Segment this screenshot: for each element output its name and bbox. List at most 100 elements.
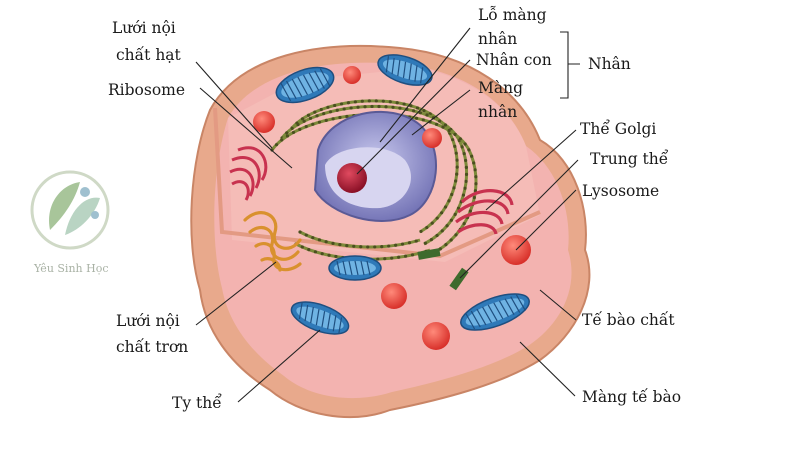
- ribosome-dot: [447, 128, 451, 133]
- ribosome-dot: [400, 242, 405, 246]
- ribosome-dot: [415, 106, 420, 110]
- ribosome-dot: [449, 238, 453, 242]
- ribosome-dot: [455, 172, 459, 176]
- nucleus-bracket: [560, 31, 580, 99]
- ribosome-dot: [468, 209, 472, 213]
- rough-er: [270, 99, 478, 261]
- leader-golgi: [485, 129, 577, 211]
- ribosome-dot: [333, 103, 337, 108]
- ribosome-dot: [359, 245, 363, 249]
- ribosome-dot: [462, 151, 466, 156]
- ribosome-dot: [453, 212, 457, 216]
- ribosome-dot: [460, 145, 464, 149]
- ribosome-dot: [367, 99, 371, 103]
- ribosome-dot: [291, 130, 296, 135]
- ribosome-dot: [422, 109, 426, 113]
- leader-nuclear-envelope: [411, 89, 471, 136]
- ribosome-dot: [345, 114, 349, 119]
- ribosome-dot: [285, 131, 289, 135]
- ribosome-dot: [454, 233, 458, 237]
- ribosome-dot: [306, 113, 311, 117]
- ribosome-dot: [473, 168, 477, 172]
- ribosome-dot: [435, 122, 439, 126]
- ribosome-dot: [328, 110, 333, 114]
- ribosome-dot: [298, 230, 302, 234]
- mitochondria-group: [275, 54, 530, 335]
- ribosome-dot: [320, 252, 324, 256]
- ribosome-dot: [451, 138, 455, 142]
- ribosome-dot: [462, 221, 466, 226]
- ribosome-dot: [317, 120, 322, 124]
- ribosome-dot: [412, 109, 416, 113]
- ribosome-dot: [391, 105, 395, 109]
- ribosome-dot: [327, 253, 331, 257]
- lysosome: [422, 322, 450, 350]
- lysosome-group: [253, 66, 531, 350]
- ribosome-dot: [445, 224, 449, 228]
- ribosome-dot: [440, 229, 444, 233]
- nucleolus-shape: [337, 163, 367, 193]
- ribosome-dot: [447, 199, 451, 203]
- label-ribosome: Ribosome: [108, 81, 185, 99]
- ribosome-dot: [322, 112, 326, 116]
- labels: Lưới nội chất hạt Ribosome Lỗ màng nhân …: [108, 6, 681, 412]
- lysosome: [343, 66, 361, 84]
- ribosome-dot: [339, 102, 344, 106]
- centrosome: [417, 248, 469, 291]
- ribosome-dot: [331, 117, 335, 121]
- ribosome-dot: [304, 125, 308, 129]
- ribosome-dot: [419, 229, 423, 234]
- leader-ribosome: [199, 87, 293, 169]
- label-centrosome: Trung thể: [590, 150, 669, 168]
- ribosome-dot: [453, 132, 457, 136]
- leader-lines: [195, 27, 580, 403]
- ribosome-dot: [326, 105, 330, 109]
- ribosome-dot: [380, 245, 384, 249]
- leader-nucleolus: [356, 59, 471, 175]
- ribosome-dot: [435, 216, 439, 220]
- label-nucleus-group: Nhân: [588, 55, 631, 73]
- label-nucleolus: Nhân con: [476, 51, 552, 69]
- ribosome-dot: [467, 148, 471, 152]
- ribosome-dot: [338, 115, 342, 120]
- ribosome-dot: [324, 118, 328, 122]
- mitochondrion: [275, 66, 335, 104]
- lysosome: [381, 283, 407, 309]
- ribosome-dot: [394, 243, 398, 247]
- leader-cell-membrane: [519, 341, 576, 397]
- ribosome-dot: [472, 196, 476, 200]
- ribosome-dot: [463, 186, 467, 190]
- ribosome-dot: [474, 182, 478, 186]
- smooth-er: [243, 211, 302, 272]
- leader-nuclear-pore: [379, 27, 471, 143]
- label-cell-membrane: Màng tế bào: [582, 388, 681, 406]
- ribosome-dot: [456, 206, 461, 210]
- ribosome-dot: [308, 116, 313, 120]
- label-er-rough-line1: Lưới nội: [112, 19, 176, 37]
- leader-er-rough: [195, 61, 273, 149]
- ribosome-dot: [453, 144, 457, 148]
- mitochondrion: [328, 255, 382, 281]
- ribosome-dot: [335, 108, 339, 112]
- ribosome-dot: [346, 101, 351, 105]
- ribosome-dot: [454, 151, 458, 155]
- ribosome-dot: [300, 117, 305, 121]
- ribosome-dot: [345, 243, 349, 248]
- ribosome-dot: [342, 107, 346, 111]
- ribosome-dot: [443, 205, 448, 209]
- ribosome-dot: [395, 101, 399, 105]
- leader-lysosome: [515, 189, 577, 251]
- nucleus: [313, 110, 437, 222]
- ribosome-dot: [470, 154, 474, 158]
- mitochondrion: [290, 301, 350, 335]
- ribosome-dot: [313, 250, 318, 254]
- ribosome-dot: [443, 123, 448, 127]
- ribosome-dot: [381, 99, 385, 103]
- nucleus-inner-cut: [325, 147, 411, 209]
- ribosome-dot: [352, 244, 356, 248]
- ribosome-dot: [407, 241, 412, 245]
- ribosome-dot: [414, 116, 419, 120]
- ribosome-dot: [455, 165, 459, 169]
- leader-centrosome: [459, 159, 579, 279]
